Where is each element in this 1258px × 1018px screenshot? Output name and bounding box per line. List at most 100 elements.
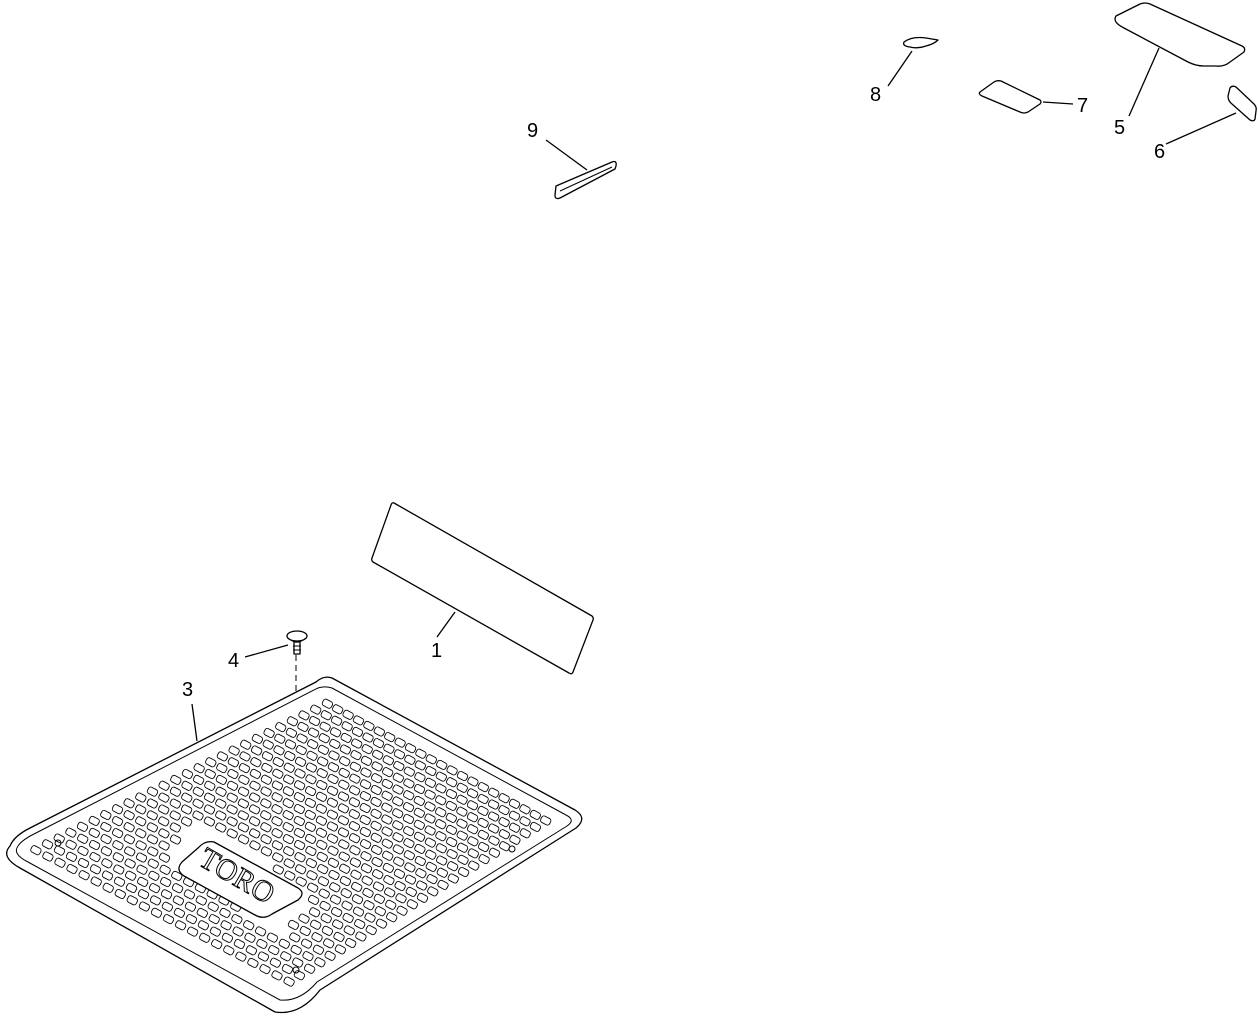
mat-tread-cell [466, 800, 479, 811]
mat-tread-cell [339, 744, 352, 755]
mat-tread-cell [158, 852, 171, 863]
mat-tread-cell [53, 845, 66, 856]
mat-tread-cell [445, 812, 457, 823]
mat-tread-cell [282, 786, 295, 797]
mat-tread-cell [207, 901, 219, 912]
mat-tread-cell [435, 795, 447, 806]
leader-7 [1042, 101, 1074, 105]
mat-tread-cell [237, 810, 249, 821]
mat-tread-cell [477, 793, 489, 805]
mat-tread-cell [364, 912, 376, 923]
mat-tread-cell [216, 763, 228, 774]
mat-tread-cell [146, 786, 159, 797]
mat-tread-cell [237, 786, 250, 797]
mat-tread-cell [282, 822, 294, 833]
mat-tread-cell [328, 750, 340, 761]
mat-tread-cell [382, 755, 394, 766]
mat-tread-cell [456, 782, 468, 793]
mat-tread-cell [329, 727, 342, 738]
mat-tread-cell [282, 834, 295, 845]
mat-tread-cell [310, 704, 322, 715]
mat-tread-cell [386, 912, 398, 923]
mat-tread-cell [488, 847, 501, 858]
mat-tread-cell [404, 743, 417, 754]
mat-tread-cell [477, 805, 489, 816]
mat-tread-cell [195, 895, 207, 906]
mat-tread-cell [159, 864, 171, 875]
mat-tread-cell [385, 899, 397, 910]
mat-tread-cell [215, 786, 227, 797]
mat-tread-cell [192, 774, 205, 785]
mat-tread-cell [359, 791, 372, 802]
mat-tread-cell [282, 798, 294, 809]
mat-tread-cell [220, 920, 232, 931]
mat-tread-cell [193, 763, 205, 774]
mat-tread-cell [100, 834, 112, 845]
mat-tread-cell [332, 919, 344, 930]
mat-tread-cell [508, 798, 521, 809]
mat-tread-cell [445, 824, 458, 835]
mat-tread-cell [339, 756, 351, 767]
mat-tread-cell [260, 810, 272, 821]
mat-tread-cell [416, 880, 428, 891]
mat-tread-cell [371, 844, 383, 855]
mat-tread-cell [477, 817, 489, 828]
mat-tread-cell [160, 889, 173, 900]
mat-tread-cell [296, 733, 308, 744]
mat-tread-cell [394, 737, 406, 748]
mat-tread-cell [349, 773, 361, 784]
mat-tread-cell [271, 970, 283, 981]
mat-tread-cell [374, 906, 386, 917]
mat-tread-cell [30, 845, 42, 856]
mat-tread-cell [371, 773, 383, 784]
mat-tread-cell [208, 914, 220, 925]
mat-tread-cell [424, 777, 437, 788]
mat-tread-cell [158, 780, 170, 791]
mat-tread-cell [456, 794, 468, 805]
mat-tread-cell [436, 855, 448, 866]
mat-tread-cell [283, 774, 295, 785]
mat-tread-cell [123, 810, 135, 821]
mat-tread-cell [89, 864, 102, 875]
mat-tread-cell [304, 797, 317, 808]
mat-tread-cell [148, 883, 161, 894]
mat-tread-cell [271, 792, 283, 803]
mat-tread-cell [488, 823, 500, 834]
mat-tread-cell [237, 834, 250, 845]
mat-tread-cell [381, 778, 393, 789]
mat-tread-cell [138, 901, 151, 912]
mat-tread-cell [425, 849, 437, 860]
mat-tread-cell [259, 964, 271, 975]
mat-tread-cell [403, 826, 415, 837]
mat-tread-cell [237, 822, 250, 833]
callout-9: 9 [527, 120, 538, 142]
mat-tread-cell [274, 733, 286, 744]
mat-tread-cell [260, 786, 272, 797]
mat-tread-cell [318, 733, 330, 744]
mat-tread-cell [435, 771, 447, 782]
mat-tread-cell [65, 839, 77, 850]
mat-tread-cell [135, 804, 147, 815]
mat-tread-cell [413, 831, 426, 842]
mat-tread-cell [508, 822, 521, 833]
mat-tread-cell [330, 715, 343, 726]
mat-tread-cell [348, 821, 361, 832]
mat-tread-cell [345, 937, 357, 949]
mat-tread-cell [317, 876, 330, 887]
mat-tread-cell [425, 765, 437, 777]
mat-tread-cell [324, 950, 336, 961]
mat-tread-cell [456, 830, 468, 841]
mat-tread-cell [307, 739, 319, 750]
mat-tread-cell [250, 757, 262, 768]
mat-tread-cell [361, 744, 373, 755]
mat-tread-cell [271, 828, 283, 839]
mat-tread-cell [209, 926, 222, 937]
mat-tread-cell [355, 931, 367, 942]
mat-tread-cell [359, 814, 371, 826]
mat-tread-cell [275, 722, 287, 733]
mat-tread-cell [477, 782, 489, 793]
mat-tread-cell [53, 833, 65, 844]
mat-tread-cell [404, 874, 417, 885]
mat-tread-cell [456, 842, 469, 853]
mat-tread-cell [468, 860, 480, 871]
